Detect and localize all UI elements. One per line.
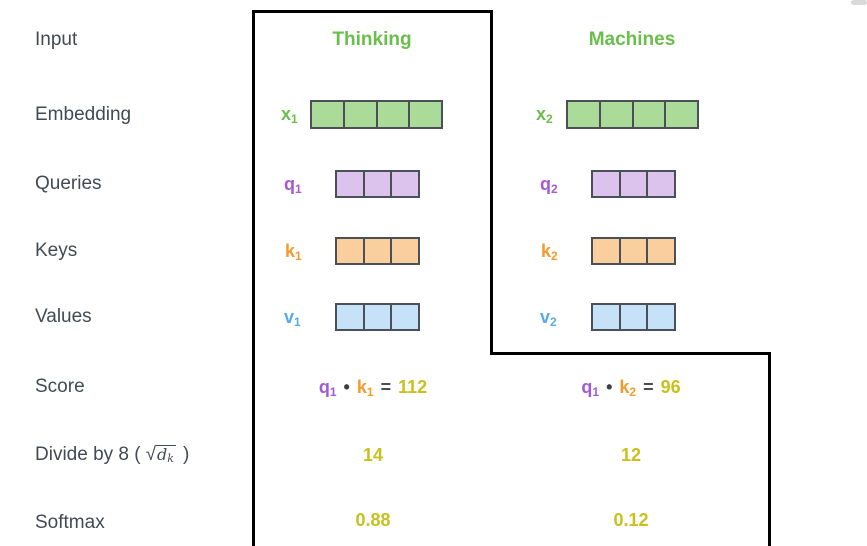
divide-prefix: Divide by 8 ( bbox=[35, 444, 141, 465]
dk-subscript: k bbox=[167, 452, 174, 465]
q1-subscript: 1 bbox=[295, 182, 302, 196]
k1-key-vector bbox=[335, 237, 420, 265]
divide-result-1: 14 bbox=[362, 445, 384, 465]
q2-base: q bbox=[540, 174, 551, 194]
score1-q-term: q1 bbox=[318, 377, 337, 399]
x2-label: x2 bbox=[536, 103, 553, 130]
vector-cell bbox=[593, 305, 619, 329]
divide-result-2: 12 bbox=[620, 445, 642, 465]
row-label-queries: Queries bbox=[35, 173, 102, 194]
q2-query-vector bbox=[591, 170, 676, 198]
vector-cell bbox=[390, 305, 419, 329]
score1-result: 112 bbox=[398, 377, 428, 397]
vector-cell bbox=[618, 239, 647, 263]
scrollbar-fragment[interactable] bbox=[851, 0, 867, 5]
column-title-thinking: Thinking bbox=[332, 29, 412, 50]
vector-cell bbox=[631, 102, 665, 127]
row-label-softmax: Softmax bbox=[35, 512, 105, 533]
vector-cell bbox=[646, 172, 675, 196]
x1-subscript: 1 bbox=[291, 112, 298, 126]
vector-cell bbox=[646, 305, 675, 329]
sqrt-dk-term: dk bbox=[156, 445, 176, 468]
column-title-machines: Machines bbox=[588, 29, 676, 50]
vector-cell bbox=[375, 102, 409, 127]
v2-subscript: 2 bbox=[550, 315, 557, 329]
sqrt-radical-symbol: √ bbox=[145, 444, 157, 465]
vector-cell bbox=[646, 239, 675, 263]
v2-label: v2 bbox=[540, 306, 557, 333]
q2-label: q2 bbox=[540, 173, 558, 200]
v1-base: v bbox=[284, 307, 295, 327]
score-equation-1: q1 • k1 = 112 bbox=[255, 376, 491, 403]
q2-subscript: 2 bbox=[551, 182, 558, 196]
k2-subscript: 2 bbox=[551, 249, 558, 263]
vector-cell bbox=[362, 172, 391, 196]
x2-embedding-vector bbox=[566, 100, 699, 129]
row-label-keys: Keys bbox=[35, 240, 78, 261]
score1-k-term: k1 bbox=[356, 377, 374, 399]
dot-product-icon: • bbox=[343, 377, 350, 397]
score-equation-2: q1 • k2 = 96 bbox=[493, 376, 769, 403]
v1-subscript: 1 bbox=[294, 315, 301, 329]
x1-embedding-vector bbox=[310, 100, 443, 129]
vector-cell bbox=[390, 239, 419, 263]
row-label-input: Input bbox=[35, 29, 78, 50]
vector-cell bbox=[342, 102, 376, 127]
v2-base: v bbox=[540, 307, 551, 327]
dk-variable: d bbox=[157, 445, 168, 464]
softmax-result-2: 0.12 bbox=[613, 510, 649, 530]
vector-cell bbox=[390, 172, 419, 196]
row-label-embedding: Embedding bbox=[35, 104, 132, 125]
vector-cell bbox=[362, 239, 391, 263]
vector-cell bbox=[593, 239, 619, 263]
vector-cell bbox=[362, 305, 391, 329]
row-label-divide: Divide by 8 (√dk) bbox=[35, 443, 189, 468]
score2-result: 96 bbox=[660, 377, 681, 397]
k1-base: k bbox=[285, 241, 296, 261]
k1-subscript: 1 bbox=[295, 249, 302, 263]
vector-cell bbox=[337, 172, 363, 196]
vector-cell bbox=[337, 239, 363, 263]
k2-key-vector bbox=[591, 237, 676, 265]
x2-base: x bbox=[536, 104, 547, 124]
q1-label: q1 bbox=[284, 173, 302, 200]
divide-suffix: ) bbox=[182, 444, 190, 465]
row-label-values: Values bbox=[35, 306, 92, 327]
x1-base: x bbox=[281, 104, 292, 124]
k2-label: k2 bbox=[541, 240, 558, 267]
score2-equals: = bbox=[643, 377, 654, 397]
vector-cell bbox=[618, 172, 647, 196]
score1-equals: = bbox=[380, 377, 392, 397]
x2-subscript: 2 bbox=[546, 112, 553, 126]
v2-value-vector bbox=[591, 303, 676, 331]
q1-base: q bbox=[284, 174, 295, 194]
k1-label: k1 bbox=[285, 240, 302, 267]
vector-cell bbox=[312, 102, 343, 127]
k2-base: k bbox=[541, 241, 552, 261]
vector-cell bbox=[664, 102, 697, 127]
vector-cell bbox=[618, 305, 647, 329]
vector-cell bbox=[337, 305, 363, 329]
x1-label: x1 bbox=[281, 103, 298, 130]
vector-cell bbox=[593, 172, 619, 196]
v1-value-vector bbox=[335, 303, 420, 331]
vector-cell bbox=[408, 102, 441, 127]
vector-cell bbox=[598, 102, 632, 127]
score2-k-term: k2 bbox=[619, 377, 637, 399]
vector-cell bbox=[568, 102, 599, 127]
v1-label: v1 bbox=[284, 306, 301, 333]
score2-q-term: q1 bbox=[581, 377, 600, 399]
row-label-score: Score bbox=[35, 376, 85, 397]
q1-query-vector bbox=[335, 170, 420, 198]
dot-product-icon: • bbox=[606, 377, 613, 397]
softmax-result-1: 0.88 bbox=[355, 510, 391, 530]
